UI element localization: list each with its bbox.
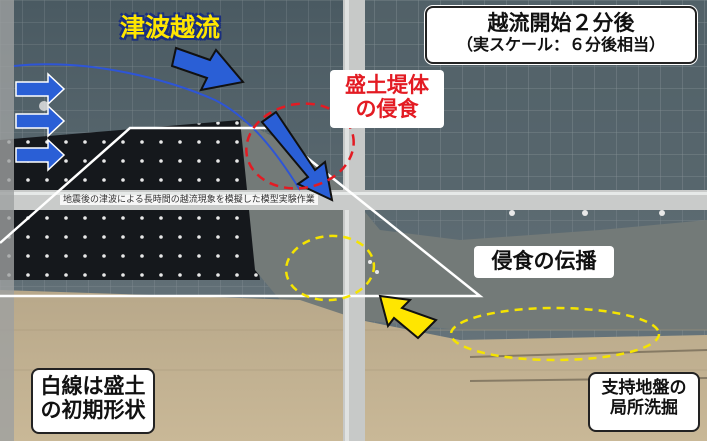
white-line-note-line1: 白線は盛土 bbox=[40, 374, 146, 398]
scour-marker bbox=[449, 306, 661, 362]
white-line-note-line2: の初期形状 bbox=[40, 398, 146, 423]
local-scour-line1: 支持地盤の bbox=[601, 378, 687, 398]
arrow-right-icon bbox=[15, 138, 66, 172]
water-surface-line bbox=[13, 63, 301, 191]
embankment-erosion-label: 盛土堤体 の侵食 bbox=[330, 70, 444, 128]
embankment-erosion-line1: 盛土堤体 bbox=[345, 73, 429, 97]
scour-arrow-icon bbox=[378, 294, 438, 340]
elapsed-time-box: 越流開始２分後 （実スケール：６分後相当） bbox=[425, 6, 697, 64]
embankment-erosion-marker bbox=[245, 102, 355, 190]
flow-arrow-icon bbox=[170, 46, 245, 92]
local-scour-label: 支持地盤の 局所洗掘 bbox=[588, 372, 700, 432]
elapsed-time-title: 越流開始２分後 bbox=[487, 11, 635, 35]
tsunami-overflow-label: 津波越流 bbox=[120, 13, 221, 42]
white-line-note: 白線は盛土 の初期形状 bbox=[31, 368, 155, 434]
embankment-erosion-line2: の侵食 bbox=[355, 97, 419, 122]
erosion-propagation-label: 侵食の伝播 bbox=[474, 246, 614, 278]
arrow-right-icon bbox=[15, 72, 66, 106]
placard-text: 地震後の津波による長時間の越流現象を模擬した模型実験作業 bbox=[60, 195, 318, 206]
propagation-marker bbox=[284, 234, 376, 302]
arrow-right-icon bbox=[15, 104, 66, 138]
local-scour-line2: 局所洗掘 bbox=[610, 397, 678, 418]
elapsed-time-scale: （実スケール：６分後相当） bbox=[456, 35, 665, 55]
